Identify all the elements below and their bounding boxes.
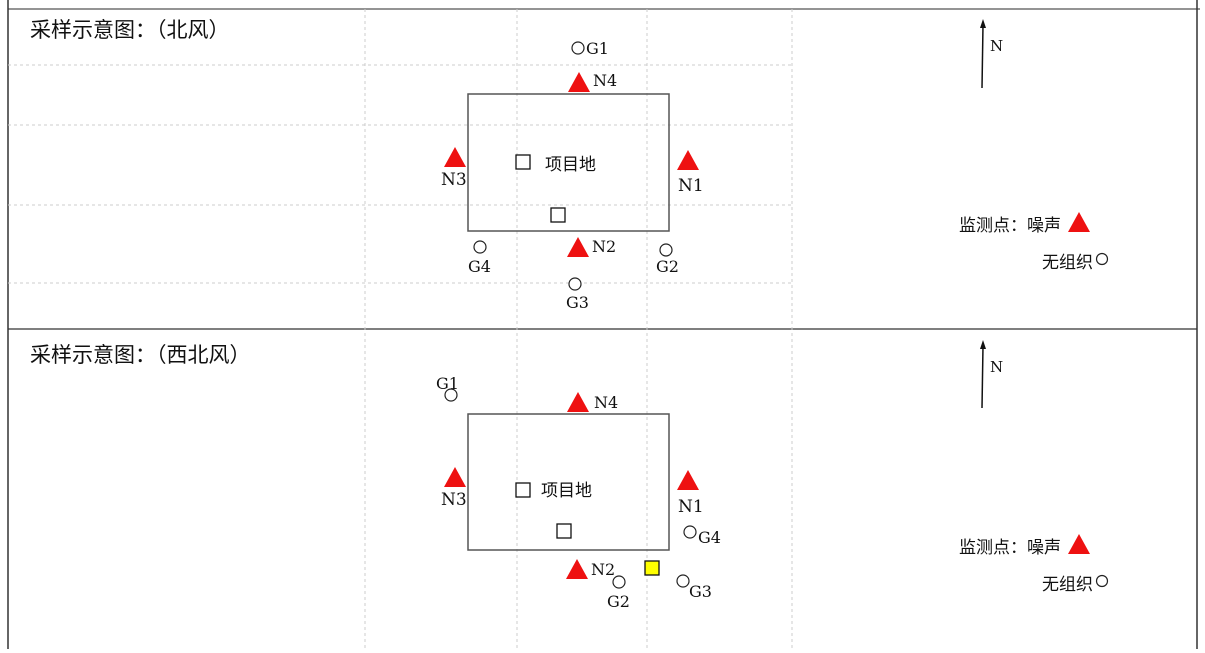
legend-noise-triangle-icon — [1068, 534, 1090, 554]
unorganized-point-label: G3 — [689, 582, 712, 601]
panel-title: 采样示意图：（西北风） — [30, 343, 251, 367]
legend-monitoring-label: 监测点：噪声 — [959, 538, 1061, 558]
noise-point-label: N4 — [593, 71, 617, 90]
noise-point-label: N1 — [678, 176, 704, 196]
noise-triangle-icon — [444, 147, 466, 167]
legend-unorganized-circle-icon — [1095, 252, 1109, 266]
panel-title: 采样示意图：（北风） — [30, 18, 230, 42]
unorganized-circle-icon — [568, 277, 582, 291]
noise-triangle-icon — [566, 559, 588, 579]
legend-monitoring-label: 监测点：噪声 — [959, 216, 1061, 236]
noise-triangle-icon — [568, 72, 590, 92]
noise-triangle-icon — [677, 150, 699, 170]
noise-point-label: N3 — [441, 490, 467, 510]
noise-point-label: N3 — [441, 170, 467, 190]
unorganized-point-label: G1 — [436, 374, 459, 393]
building-square-icon — [550, 207, 566, 223]
noise-point-label: N1 — [678, 497, 704, 517]
unorganized-circle-icon — [571, 41, 585, 55]
noise-point-label: N2 — [591, 560, 615, 579]
noise-point-label: N4 — [594, 393, 618, 412]
legend-unorganized-circle-icon — [1095, 574, 1109, 588]
noise-point-label: N2 — [592, 237, 616, 256]
site-label: 项目地 — [545, 155, 596, 175]
legend-unorganized-label: 无组织 — [1042, 575, 1093, 595]
site-boundary — [467, 93, 670, 232]
panel-north-wind: 项目地 N4 N3 N1 N2 G1 G4 G2 G3 N — [441, 19, 1109, 312]
building-square-icon — [515, 482, 531, 498]
unorganized-circle-icon — [473, 240, 487, 254]
unorganized-circle-icon — [444, 388, 458, 402]
highlighted-square-icon — [644, 560, 660, 576]
unorganized-point-label: G3 — [566, 293, 589, 312]
north-label: N — [990, 37, 1003, 55]
legend-unorganized-label: 无组织 — [1042, 253, 1093, 273]
unorganized-circle-icon — [676, 574, 690, 588]
building-square-icon — [556, 523, 572, 539]
unorganized-point-label: G1 — [586, 39, 609, 58]
unorganized-circle-icon — [683, 525, 697, 539]
table-frame — [7, 0, 1200, 649]
noise-triangle-icon — [444, 467, 466, 487]
unorganized-circle-icon — [612, 575, 626, 589]
unorganized-circle-icon — [659, 243, 673, 257]
noise-triangle-icon — [677, 470, 699, 490]
legend-noise-triangle-icon — [1068, 212, 1090, 232]
north-arrow-icon — [980, 340, 986, 409]
unorganized-point-label: G4 — [468, 257, 491, 276]
north-label: N — [990, 358, 1003, 376]
unorganized-point-label: G2 — [607, 592, 630, 611]
site-boundary — [467, 413, 670, 551]
building-square-icon — [515, 154, 531, 170]
noise-triangle-icon — [567, 237, 589, 257]
unorganized-point-label: G2 — [656, 257, 679, 276]
north-arrow-icon — [980, 19, 986, 89]
panel-northwest-wind: 项目地 N4 N3 N1 N2 G1 G4 G2 G3 N — [436, 340, 1109, 611]
site-label: 项目地 — [541, 481, 592, 501]
noise-triangle-icon — [567, 392, 589, 412]
unorganized-point-label: G4 — [698, 528, 721, 547]
